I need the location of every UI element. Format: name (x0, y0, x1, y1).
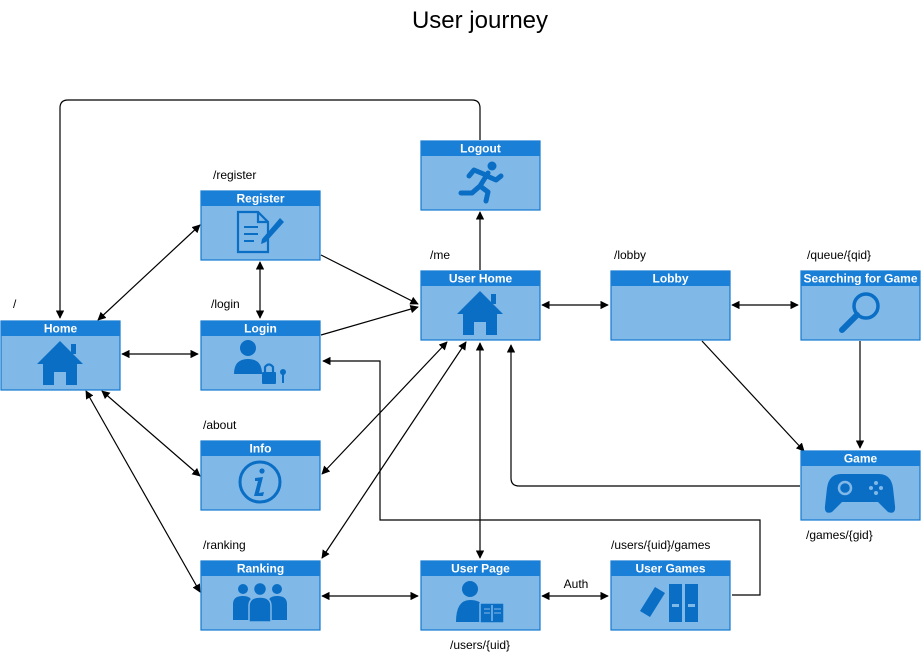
node-home-title: Home (44, 322, 78, 336)
house-icon (457, 291, 503, 335)
node-game-title: Game (844, 452, 878, 466)
edge-home-register (97, 224, 201, 321)
running-person-icon (458, 161, 504, 204)
edge-lobby-game (701, 340, 805, 452)
route-userhome: /me (430, 248, 450, 262)
node-searching[interactable]: Searching for Game (800, 270, 921, 341)
node-login-title: Login (244, 322, 277, 336)
node-login[interactable]: Login (200, 320, 321, 391)
node-logout[interactable]: Logout (420, 140, 541, 211)
route-usergames: /users/{uid}/games (611, 538, 710, 552)
route-info: /about (203, 418, 237, 432)
node-ranking[interactable]: Ranking (200, 560, 321, 631)
route-searching: /queue/{qid} (807, 248, 871, 262)
route-login: /login (211, 297, 240, 311)
edge-register-userhome (320, 254, 419, 305)
node-logout-title: Logout (460, 142, 501, 156)
route-lobby: /lobby (614, 248, 646, 262)
node-userpage-title: User Page (451, 562, 510, 576)
magnifier-icon (839, 292, 880, 333)
node-searching-title: Searching for Game (803, 272, 917, 286)
edge-info-userhome (321, 341, 448, 475)
node-home[interactable]: Home (0, 320, 121, 391)
user-book-icon (456, 581, 505, 624)
edge-home-ranking (85, 390, 201, 593)
node-register-title: Register (236, 192, 284, 206)
node-usergames-title: User Games (635, 562, 705, 576)
edge-login-userhome (320, 305, 419, 336)
node-info[interactable]: Info (200, 440, 321, 511)
gamepad-icon (824, 474, 896, 513)
document-pen-icon (236, 210, 284, 254)
node-lobby[interactable]: Lobby (610, 270, 731, 341)
node-ranking-title: Ranking (237, 562, 284, 576)
edges (55, 99, 865, 601)
route-register: /register (213, 168, 256, 182)
house-icon (37, 341, 83, 385)
edge-game-userhome (506, 344, 800, 487)
route-game: /games/{gid} (806, 528, 873, 542)
info-icon (238, 460, 282, 504)
node-lobby-title: Lobby (653, 272, 689, 286)
group-icon (233, 581, 287, 623)
edge-ranking-userhome (321, 341, 467, 559)
node-userhome-title: User Home (449, 272, 513, 286)
node-userhome[interactable]: User Home (420, 270, 541, 341)
edge-usergames-login (322, 356, 761, 596)
route-ranking: /ranking (203, 538, 246, 552)
node-register[interactable]: Register (200, 190, 321, 261)
route-home: / (13, 297, 17, 311)
node-info-title: Info (250, 442, 272, 456)
auth-edge-label: Auth (564, 577, 589, 591)
auth-label-bg (560, 576, 592, 592)
user-lock-icon (234, 340, 286, 384)
node-game[interactable]: Game (800, 450, 921, 521)
node-userpage[interactable]: User Page (420, 560, 541, 631)
node-usergames[interactable]: User Games (610, 560, 731, 631)
route-userpage: /users/{uid} (450, 638, 510, 652)
diagram-title: User journey (412, 7, 548, 34)
binders-icon (640, 584, 698, 622)
edge-home-info (101, 390, 201, 477)
edge-logout-home (55, 99, 481, 319)
